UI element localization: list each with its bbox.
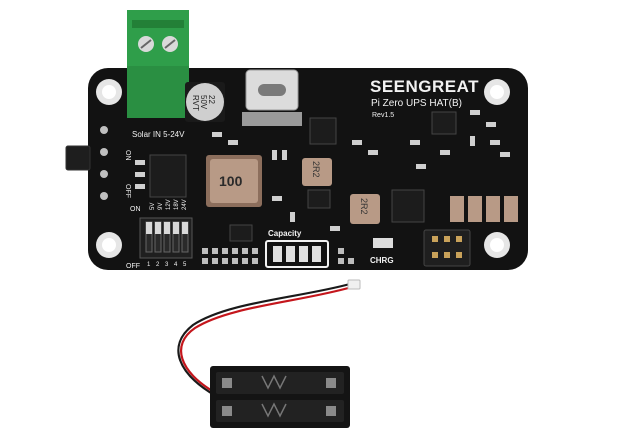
- chip: [149, 154, 187, 198]
- chip: [307, 189, 331, 209]
- svg-text:18V: 18V: [174, 199, 180, 210]
- inductor-large: 100: [206, 155, 262, 207]
- svg-text:1: 1: [147, 262, 151, 268]
- dip-off-label: OFF: [126, 263, 140, 270]
- capacitor: 22 50V RVT: [185, 82, 225, 122]
- svg-text:100: 100: [219, 173, 243, 189]
- brand-logo: SEENGREAT: [370, 77, 479, 96]
- capacity-indicator-leds: [265, 240, 329, 268]
- battery-connector: [423, 229, 471, 267]
- revision-label: Rev1.5: [372, 112, 394, 119]
- svg-text:9V: 9V: [158, 203, 164, 210]
- svg-text:22: 22: [207, 95, 216, 104]
- usb-c-connector: [242, 69, 302, 126]
- inductor-small: 2R2: [350, 194, 380, 224]
- svg-text:2R2: 2R2: [359, 198, 369, 215]
- switch-on-label: ON: [124, 150, 131, 161]
- dip-on-label: ON: [130, 206, 141, 213]
- charge-led: [373, 238, 393, 248]
- chip: [229, 224, 253, 242]
- current-sense-resistors: [450, 196, 518, 222]
- dip-switch[interactable]: [139, 217, 193, 259]
- svg-text:2R2: 2R2: [311, 161, 321, 178]
- svg-text:4: 4: [174, 262, 178, 268]
- gpio-pads: [202, 248, 354, 264]
- svg-text:24V: 24V: [182, 199, 188, 210]
- chip: [431, 111, 457, 135]
- model-name: Pi Zero UPS HAT(B): [371, 98, 462, 109]
- charge-label: CHRG: [370, 256, 394, 265]
- svg-text:2: 2: [156, 262, 160, 268]
- dip-switch-numbers: 1 2 3 4 5: [147, 262, 187, 268]
- battery-holder: [210, 366, 350, 428]
- solar-input-label: Solar IN 5-24V: [132, 130, 185, 139]
- chip: [309, 117, 337, 145]
- svg-text:5V: 5V: [150, 203, 156, 210]
- inductor-small: 2R2: [302, 158, 332, 186]
- power-switch[interactable]: [65, 145, 91, 171]
- svg-text:12V: 12V: [166, 199, 172, 210]
- battery-wires: [177, 279, 361, 397]
- mounting-hole: [484, 232, 510, 258]
- capacity-label: Capacity: [268, 229, 302, 238]
- svg-text:3: 3: [165, 262, 169, 268]
- mounting-hole: [484, 79, 510, 105]
- svg-text:RVT: RVT: [191, 95, 200, 111]
- svg-text:50V: 50V: [199, 95, 208, 110]
- mounting-hole: [96, 232, 122, 258]
- smd-components: [135, 110, 510, 231]
- dip-switch-voltage-labels: 24V 18V 12V 9V 5V: [150, 199, 188, 210]
- svg-text:5: 5: [183, 262, 187, 268]
- pcb-board: ON OFF Solar IN 5-24V 22 50V RVT SEENGRE…: [65, 10, 528, 270]
- solar-terminal-block: [127, 10, 189, 118]
- chip: [391, 189, 425, 223]
- switch-off-label: OFF: [124, 184, 131, 198]
- mounting-hole: [96, 79, 122, 105]
